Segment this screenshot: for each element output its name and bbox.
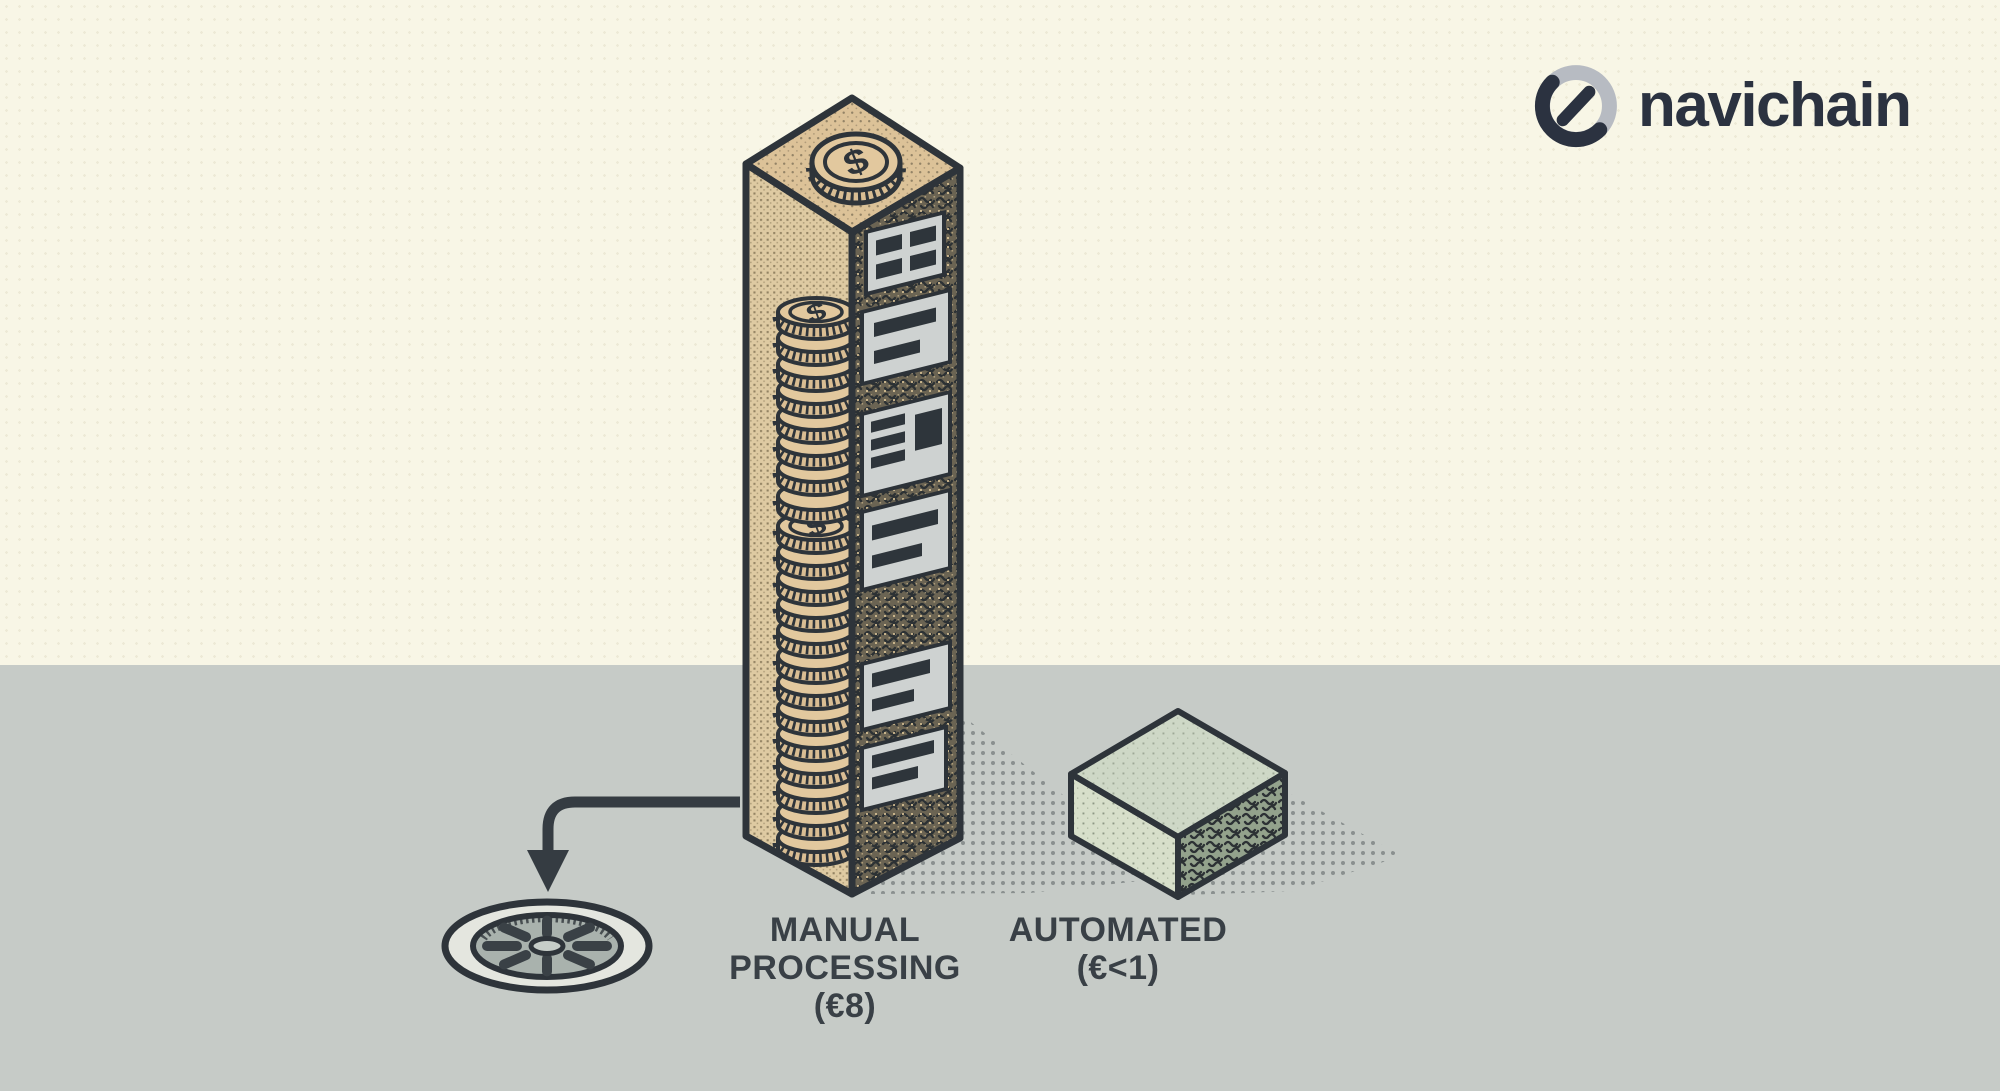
label-line: (€<1) [1076, 949, 1160, 987]
label-line: AUTOMATED [1008, 911, 1228, 949]
box-outline [1068, 708, 1288, 900]
background-sky [0, 0, 2000, 665]
column-outline [742, 94, 964, 898]
box-right-face [1178, 773, 1285, 897]
label-line: (€8) [813, 987, 877, 1025]
top-coin-icon: $ [806, 131, 906, 206]
logo-mark-icon [1535, 65, 1617, 147]
logo: navichain [1532, 62, 1912, 150]
box-left-face [1071, 774, 1178, 897]
drain-icon [441, 898, 653, 994]
label-line: MANUAL [769, 911, 921, 949]
coin-stack [778, 296, 854, 865]
arrow-down-icon [527, 796, 740, 892]
drain-spokes [482, 915, 612, 977]
invoice-stack [860, 210, 952, 813]
box-shadow [1185, 792, 1402, 895]
automated-label: AUTOMATED (€<1) [973, 911, 1263, 987]
logo-text: navichain [1638, 71, 1912, 140]
manual-processing-label: MANUAL PROCESSING (€8) [695, 911, 995, 1025]
label-line: PROCESSING [729, 949, 961, 987]
automated-box-illustration [1068, 708, 1402, 900]
